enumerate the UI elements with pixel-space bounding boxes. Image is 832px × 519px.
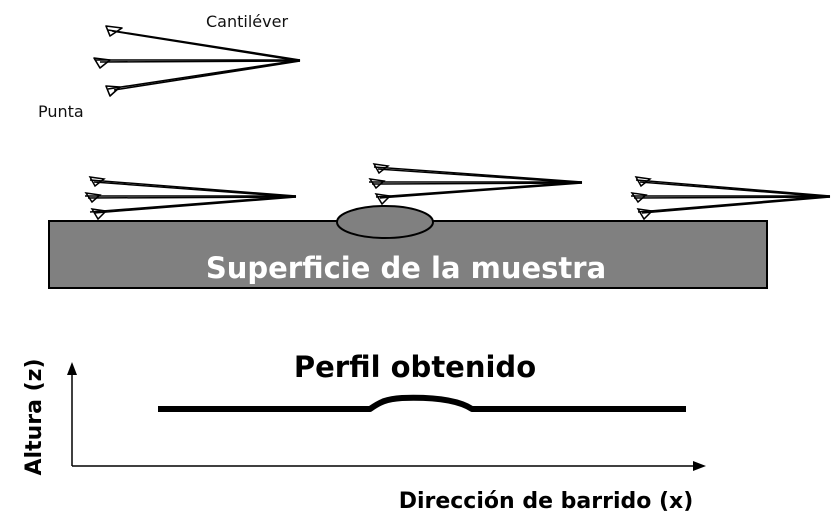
tip-icon [636, 208, 654, 221]
sample-surface-label: Superficie de la muestra [206, 251, 606, 285]
cantilever-beam-middle-inner [99, 60, 301, 63]
cantilever-detail [93, 25, 301, 97]
tip-icon [368, 178, 386, 190]
tip-icon [105, 25, 123, 37]
cantilever-beam-upper-inner [111, 30, 301, 62]
tip-icon [630, 192, 648, 204]
profile-title: Perfil obtenido [294, 350, 536, 384]
profile-line [158, 394, 686, 412]
tip-icon [372, 163, 390, 175]
x-axis-arrow-icon [693, 461, 706, 471]
cantilever-label: Cantiléver [206, 12, 288, 31]
profile-axes [71, 372, 698, 467]
cantilever-beam-lower [107, 59, 301, 90]
tip-icon [88, 176, 106, 188]
scanning-cantilever-left [84, 176, 297, 221]
cantilever-beam-lower-inner [113, 60, 301, 91]
tip-label: Punta [38, 102, 84, 121]
tip-icon [90, 208, 108, 221]
scanning-cantilever-right [630, 176, 831, 221]
scanning-cantilever-center [368, 163, 583, 206]
tip-icon [105, 85, 121, 97]
y-axis-arrow-icon [67, 362, 77, 375]
surface-bump [336, 205, 434, 239]
tip-icon [84, 192, 102, 204]
x-axis-label: Dirección de barrido (x) [399, 489, 694, 514]
tip-icon [634, 176, 652, 188]
y-axis-label: Altura (z) [22, 358, 47, 475]
tip-icon [93, 57, 111, 69]
tip-icon [374, 193, 392, 206]
